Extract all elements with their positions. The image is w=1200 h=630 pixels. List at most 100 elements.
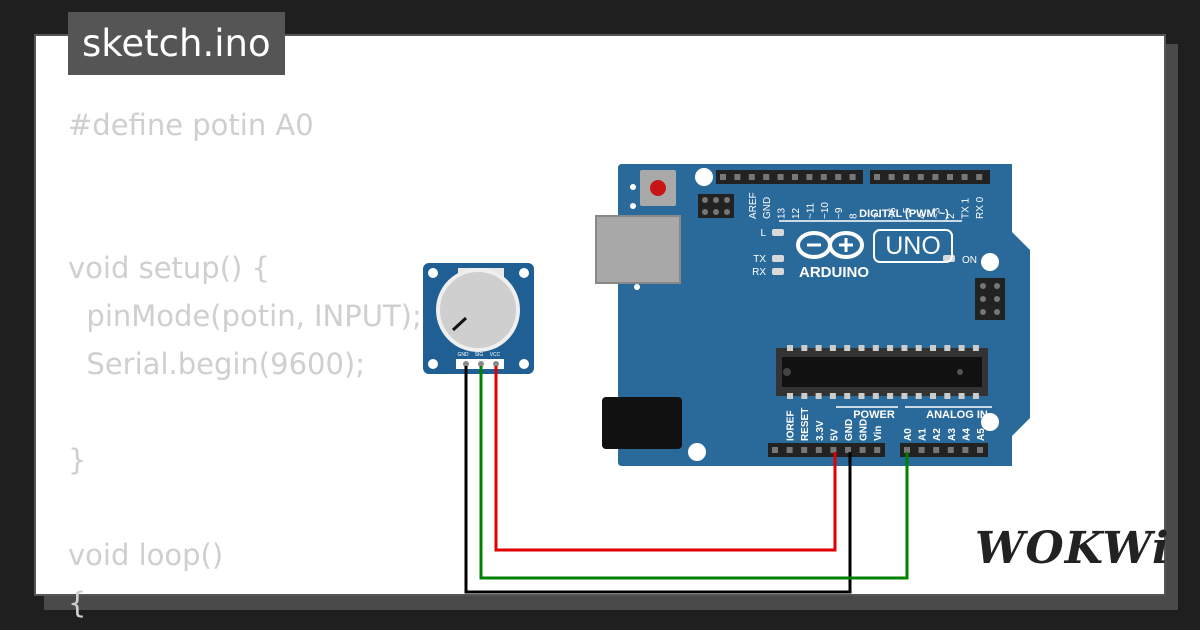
microcontroller-chip [776, 345, 988, 399]
analog-header [900, 443, 988, 457]
header-pin[interactable] [815, 447, 822, 453]
digital-pin-label: ~3 [931, 207, 942, 219]
digital-pin-label: AREF [748, 192, 759, 219]
power-pin-label: RESET [800, 408, 811, 441]
mount-hole [428, 359, 438, 369]
digital-pin-label: ~10 [820, 202, 831, 219]
header-pin[interactable] [786, 447, 793, 453]
power-header-label: POWER [853, 409, 895, 421]
mount-hole [519, 359, 529, 369]
arduino-logo-icon [796, 231, 864, 259]
header-pin[interactable] [918, 447, 925, 453]
header-pin[interactable] [874, 174, 880, 180]
header-pin[interactable] [904, 447, 910, 453]
analog-pin-label: A1 [918, 428, 929, 441]
header-pin[interactable] [976, 174, 983, 180]
led-label-tx: TX [753, 254, 766, 265]
header-pin[interactable] [903, 174, 910, 180]
chip-leg [944, 393, 951, 399]
header-pin[interactable] [845, 447, 851, 453]
usb-port [595, 215, 681, 284]
wire-vcc[interactable] [494, 366, 837, 552]
knob[interactable] [436, 268, 520, 352]
mount-hole [688, 443, 706, 461]
header-pin[interactable] [720, 174, 726, 180]
digital-pin-label: ~6 [888, 207, 899, 219]
header-pin[interactable] [888, 174, 895, 180]
mount-hole [981, 413, 999, 431]
header-pin[interactable] [962, 447, 969, 453]
header-pin[interactable] [933, 447, 940, 453]
chip-leg [787, 345, 793, 351]
header-pin[interactable] [801, 447, 808, 453]
chip-leg [844, 345, 851, 351]
pin-gnd[interactable] [463, 361, 469, 367]
header-pin[interactable] [961, 174, 968, 180]
header-pin[interactable] [874, 447, 881, 453]
pin-label-gnd: GND [457, 352, 469, 358]
chip-leg [887, 393, 894, 399]
model-badge [873, 229, 953, 263]
header-pin[interactable] [977, 447, 983, 453]
pin-sig[interactable] [478, 361, 484, 367]
chip-leg [958, 393, 965, 399]
header-pin[interactable] [917, 174, 924, 180]
header-pin[interactable] [748, 174, 755, 180]
led-l [772, 229, 784, 236]
potentiometer[interactable]: GND SIG VCC [423, 263, 534, 374]
wire-sig[interactable] [479, 366, 909, 580]
power-pin-label: 5V [829, 428, 840, 441]
chip-leg [858, 345, 865, 351]
pin-label-vcc: VCC [490, 352, 501, 358]
chip-leg [872, 345, 879, 351]
digital-pin-label: ~9 [834, 207, 845, 219]
digital-header-right [870, 170, 990, 184]
code-line: } [68, 442, 87, 477]
led-label-rx: RX [752, 267, 766, 278]
header-pin[interactable] [820, 174, 827, 180]
header-pin[interactable] [932, 174, 939, 180]
header-pin[interactable] [947, 447, 954, 453]
arduino-brand-label: ARDUINO [799, 264, 869, 281]
code-line: void loop() [68, 538, 224, 573]
header-pin[interactable] [806, 174, 813, 180]
power-header [768, 443, 885, 457]
chip-leg [930, 345, 936, 351]
header-pin[interactable] [849, 174, 856, 180]
pin-vcc[interactable] [493, 361, 499, 367]
header-pin[interactable] [859, 447, 866, 453]
wires [464, 366, 909, 594]
power-pin-label: Vin [873, 426, 884, 441]
chip-leg [958, 345, 965, 351]
mount-hole [695, 168, 713, 186]
chip-leg [815, 393, 822, 399]
header-pin[interactable] [947, 174, 953, 180]
chip-leg [901, 393, 908, 399]
header-pin[interactable] [835, 174, 842, 180]
header-pin[interactable] [830, 447, 837, 453]
digital-header-label: DIGITAL (PWM ~) [859, 208, 949, 220]
digital-header-left [716, 170, 863, 184]
analog-header-label: ANALOG IN [926, 409, 988, 421]
led-rx [772, 268, 784, 275]
digital-pin-label: TX 1 [961, 197, 972, 219]
digital-pin-label: 4 [917, 213, 928, 219]
header-pin[interactable] [772, 447, 778, 453]
digital-pin-label: 13 [777, 207, 788, 219]
digital-pin-label: 2 [946, 213, 957, 219]
knob-indicator [451, 316, 468, 332]
power-pin-label: GND [844, 419, 855, 441]
reset-button-cap[interactable] [650, 180, 666, 196]
code-line: void setup() { [68, 251, 270, 286]
icsp-header-top [698, 194, 734, 218]
header-pin[interactable] [792, 174, 798, 180]
header-pin[interactable] [777, 174, 784, 180]
led-label-l: L [760, 228, 766, 239]
header-pin[interactable] [763, 174, 770, 180]
chip-leg [901, 345, 908, 351]
file-tab[interactable]: sketch.ino [68, 12, 285, 75]
header-pin[interactable] [734, 174, 741, 180]
wire-gnd[interactable] [464, 366, 852, 594]
